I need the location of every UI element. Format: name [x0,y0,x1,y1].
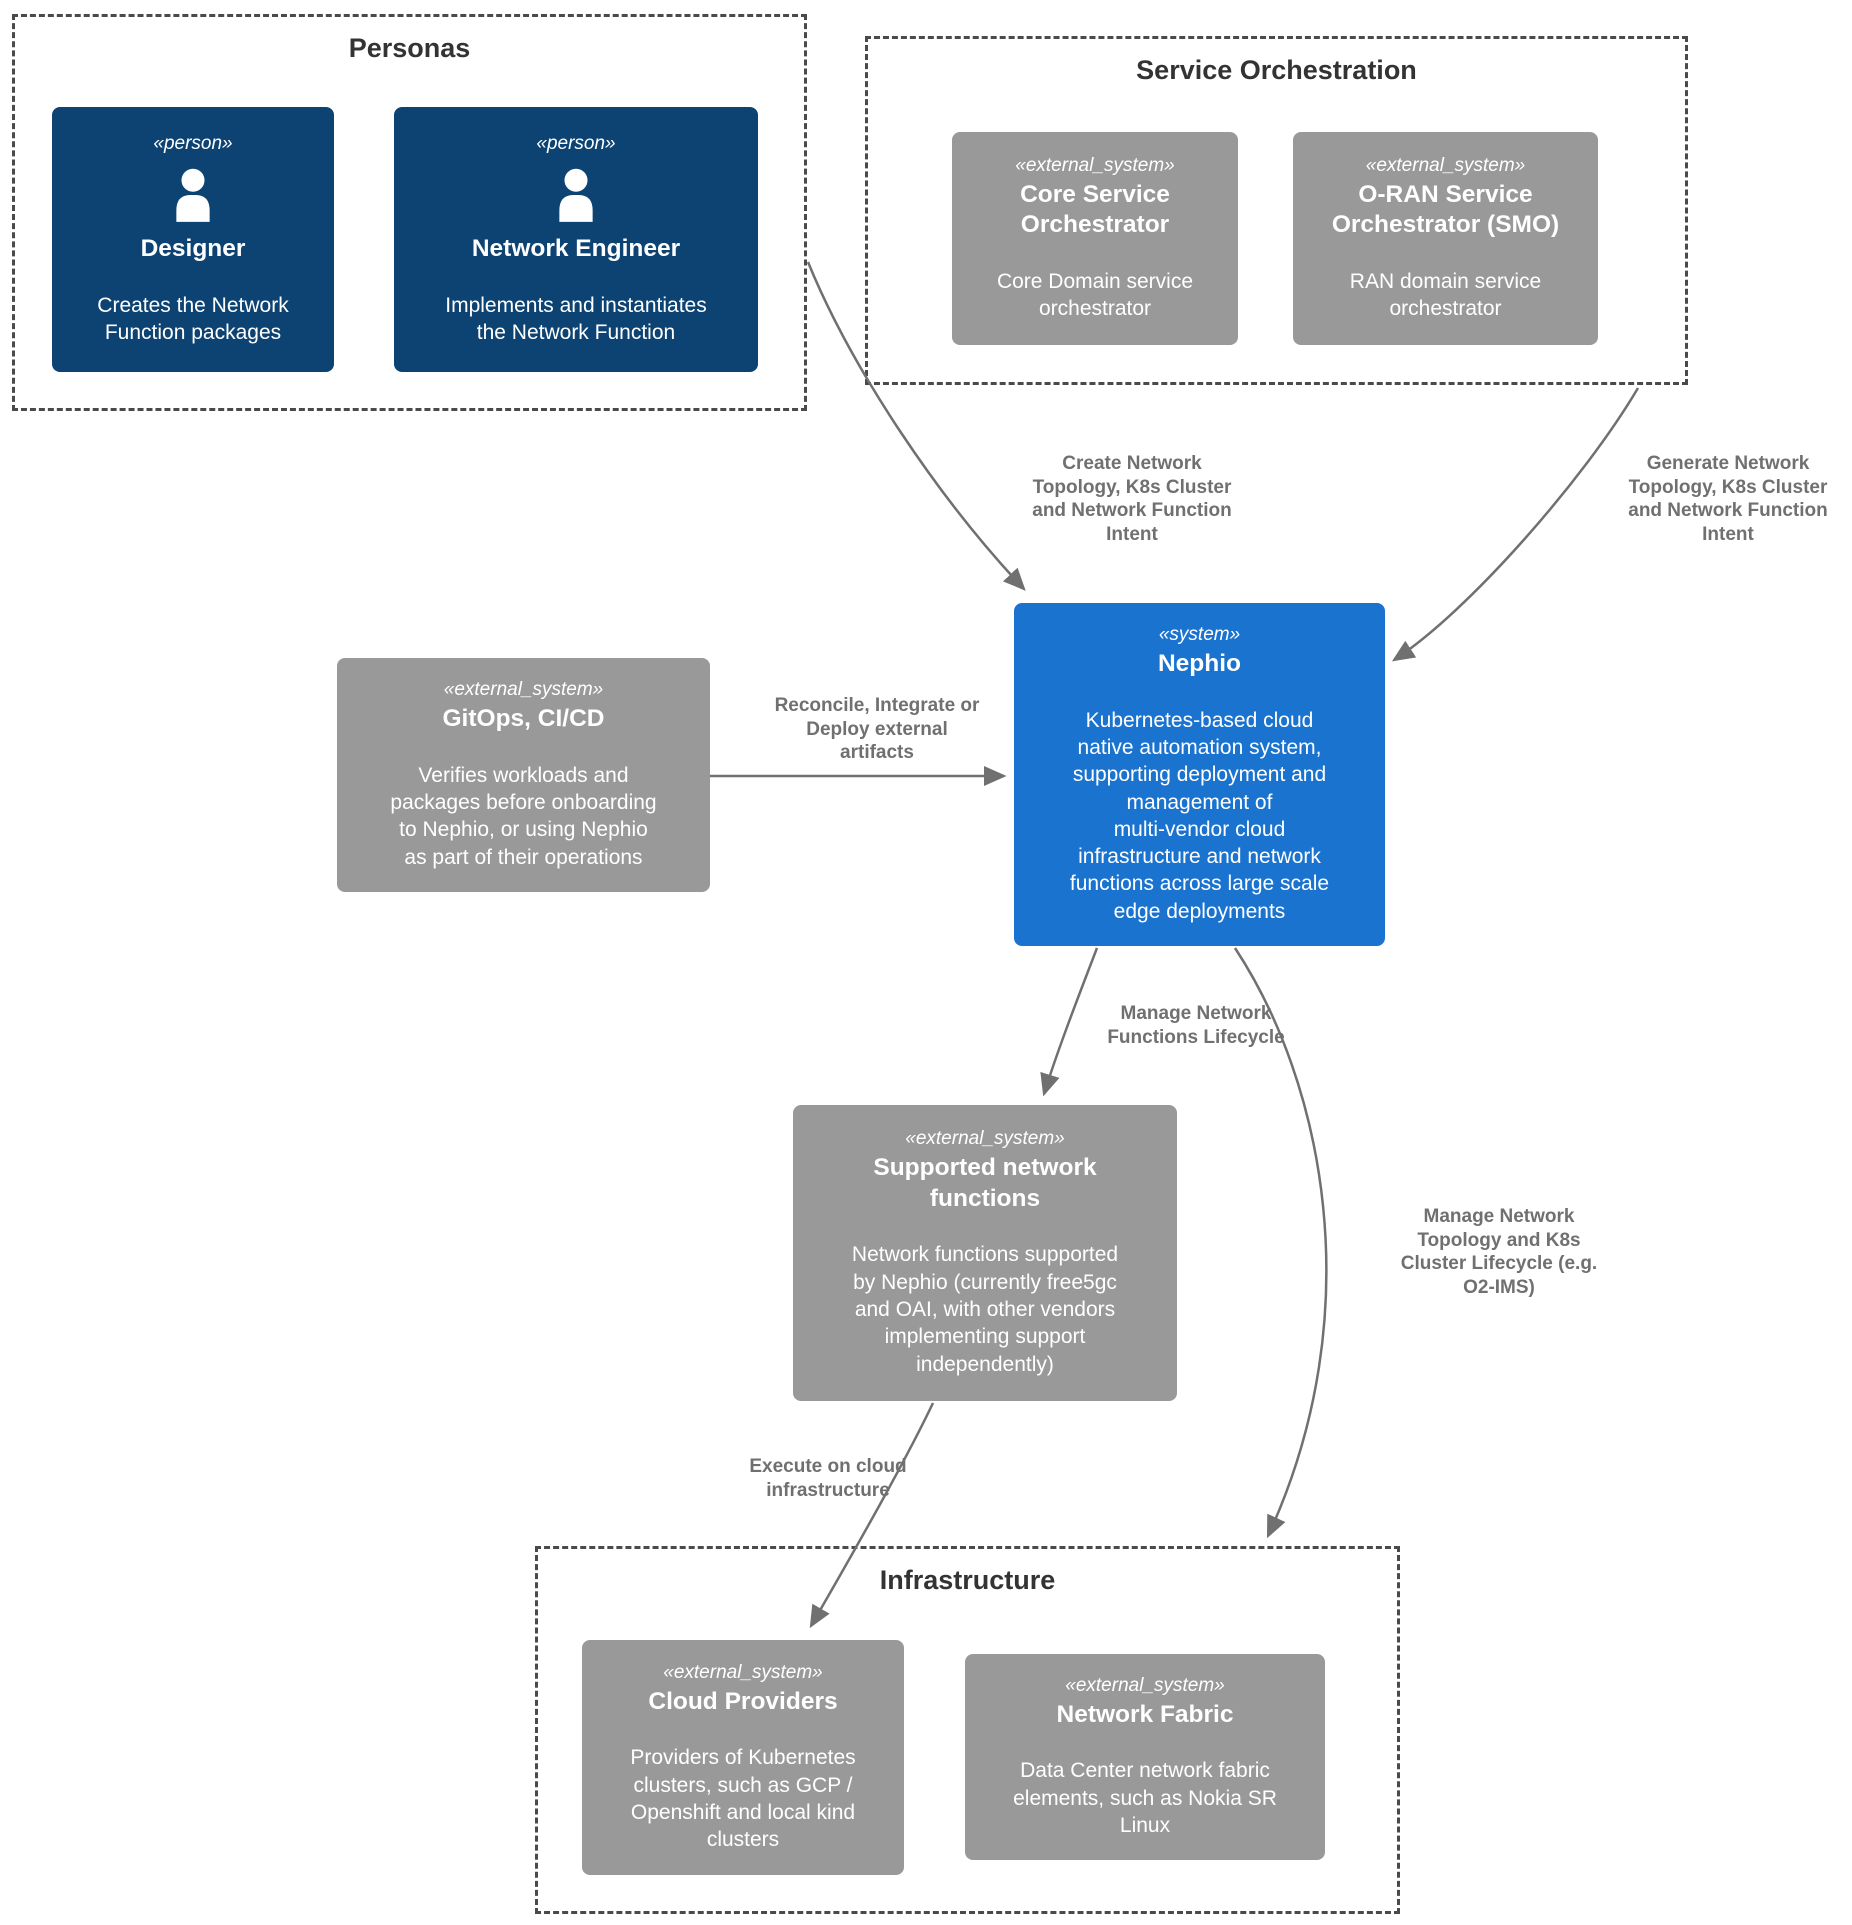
nephio-description: Kubernetes-based cloud native automation… [1069,708,1330,923]
designer-name: Designer [140,234,246,262]
infrastructure-group-title: Infrastructure [879,1565,1056,1595]
person-icon [544,163,608,227]
supported-nf-description: Network functions supported by Nephio (c… [851,1243,1119,1376]
edge-label-create-intent: Create Network Topology, K8s Cluster and… [1032,453,1232,545]
edge-label-manage-topology: Manage Network Topology and K8s Cluster … [1400,1206,1598,1298]
service-orchestration-group: Service Orchestration [865,36,1688,385]
oran-orchestrator-name: O-RAN Service Orchestrator (SMO) [1331,180,1560,239]
edge-nephio-to-supported-nf [1040,947,1099,1097]
network-fabric-stereotype: «external_system» [1065,1674,1225,1696]
network-engineer-name: Network Engineer [471,234,681,262]
person-network-engineer: «person» Network Engineer Implements and… [394,107,758,372]
edge-nephio-to-infrastructure [1233,947,1328,1539]
core-orchestrator-name: Core Service Orchestrator [1020,180,1170,239]
network-engineer-stereotype: «person» [536,132,616,154]
external-system-core-service-orchestrator: «external_system» Core Service Orchestra… [952,132,1238,345]
supported-nf-stereotype: «external_system» [905,1128,1065,1150]
edge-label-generate-intent: Generate Network Topology, K8s Cluster a… [1628,453,1828,545]
external-system-gitops-cicd: «external_system» GitOps, CI/CD Verifies… [337,658,710,892]
network-fabric-name: Network Fabric [1056,1700,1234,1728]
oran-orchestrator-description: RAN domain service orchestrator [1349,269,1542,321]
external-system-cloud-providers: «external_system» Cloud Providers Provid… [582,1640,904,1875]
person-icon [161,163,225,227]
edge-label-reconcile: Reconcile, Integrate or Deploy external … [774,695,980,764]
personas-group-title: Personas [348,33,471,63]
edge-smo-to-nephio [1391,387,1640,662]
external-system-network-fabric: «external_system» Network Fabric Data Ce… [965,1654,1325,1860]
edge-supported-nf-to-cloud-providers [809,1402,935,1629]
cloud-providers-description: Providers of Kubernetes clusters, such a… [630,1746,856,1852]
oran-orchestrator-stereotype: «external_system» [1365,154,1526,176]
network-fabric-description: Data Center network fabric elements, suc… [1013,1759,1277,1837]
infrastructure-group: Infrastructure [535,1546,1400,1914]
designer-description: Creates the Network Function packages [97,293,289,344]
gitops-description: Verifies workloads and packages before o… [390,763,657,869]
edge-label-execute-on-cloud: Execute on cloud infrastructure [749,1456,907,1501]
designer-stereotype: «person» [153,132,233,154]
edge-personas-to-nephio [806,261,1026,591]
gitops-name: GitOps, CI/CD [442,705,605,733]
nephio-name: Nephio [1157,650,1242,677]
system-nephio: «system» Nephio Kubernetes-based cloud n… [1014,603,1385,946]
core-orchestrator-stereotype: «external_system» [1015,154,1175,176]
person-designer: «person» Designer Creates the Network Fu… [52,107,334,372]
network-engineer-description: Implements and instantiates the Network … [445,293,707,344]
personas-group: Personas [12,14,807,411]
gitops-stereotype: «external_system» [443,679,604,701]
service-orchestration-group-title: Service Orchestration [1136,55,1417,85]
cloud-providers-name: Cloud Providers [648,1687,838,1715]
nephio-stereotype: «system» [1158,624,1241,645]
edge-label-manage-nf-lifecycle: Manage Network Functions Lifecycle [1107,1003,1285,1048]
cloud-providers-stereotype: «external_system» [663,1661,823,1683]
external-system-oran-service-orchestrator: «external_system» O-RAN Service Orchestr… [1293,132,1598,345]
supported-nf-name: Supported network functions [873,1154,1097,1212]
external-system-supported-network-functions: «external_system» Supported network func… [793,1105,1177,1401]
core-orchestrator-description: Core Domain service orchestrator [996,269,1194,321]
